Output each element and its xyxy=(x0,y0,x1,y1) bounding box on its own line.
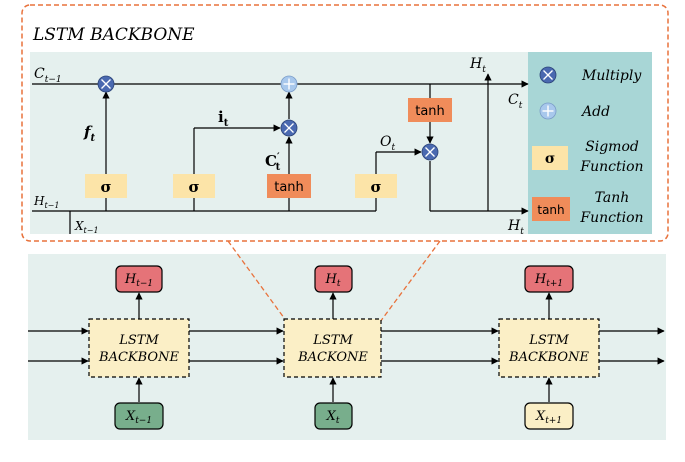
cell-tanh-gate: tanh xyxy=(408,98,452,122)
multiply-icon xyxy=(539,66,557,84)
lstm-cell-3: LSTM BACKBONE xyxy=(498,318,600,378)
label-i-t: it xyxy=(218,108,229,129)
legend-tanh: tanh Tanh Function xyxy=(532,190,644,226)
cell-add-icon xyxy=(280,75,298,93)
legend-multiply-label: Multiply xyxy=(581,68,642,84)
svg-text:Xt−1: Xt−1 xyxy=(125,409,152,426)
output-box-2: Ht xyxy=(314,265,353,293)
svg-text:Ht−1: Ht−1 xyxy=(124,272,153,289)
legend-add-label: Add xyxy=(580,104,610,120)
forget-multiply-icon xyxy=(97,75,115,93)
svg-text:LSTM: LSTM xyxy=(528,333,569,348)
input-sigma-gate: σ xyxy=(173,174,215,198)
input-box-3: Xt+1 xyxy=(524,402,574,430)
output-box-1: Ht−1 xyxy=(115,265,163,293)
legend-tanh-line1: Tanh xyxy=(595,190,630,206)
input-box-2: Xt xyxy=(314,402,353,430)
backbone-frame xyxy=(21,4,669,242)
legend-multiply: Multiply xyxy=(539,66,642,84)
input-box-1: Xt−1 xyxy=(114,402,164,430)
svg-text:LSTM: LSTM xyxy=(118,333,159,348)
label-c-candidate: C′t xyxy=(265,152,281,173)
label-c-t: Ct xyxy=(508,92,523,111)
lstm-cell-1: LSTM BACKBONE xyxy=(88,318,190,378)
legend-add: Add xyxy=(539,102,610,120)
output-multiply-icon xyxy=(421,143,439,161)
svg-text:σ: σ xyxy=(100,178,111,196)
legend-tanh-line2: Function xyxy=(579,210,643,226)
add-icon xyxy=(539,102,557,120)
label-c-prev: Ct−1 xyxy=(34,66,62,85)
svg-text:σ: σ xyxy=(545,151,555,167)
svg-text:tanh: tanh xyxy=(415,104,445,119)
svg-text:BACKBONE: BACKBONE xyxy=(508,350,589,365)
svg-text:LSTM: LSTM xyxy=(312,333,353,348)
output-box-3: Ht+1 xyxy=(524,265,574,293)
svg-text:BACKBONE: BACKBONE xyxy=(98,350,179,365)
lstm-cell-2: LSTM BACKONE xyxy=(283,318,382,378)
legend-sigma: σ Sigmod Function xyxy=(532,139,644,175)
svg-text:σ: σ xyxy=(188,178,199,196)
output-sigma-gate: σ xyxy=(355,174,397,198)
label-h-out-bottom: Ht xyxy=(507,218,524,237)
svg-text:Xt: Xt xyxy=(326,409,340,426)
label-x-prev: Xt−1 xyxy=(74,219,99,235)
svg-text:Ht: Ht xyxy=(325,272,341,289)
label-f-t: ft xyxy=(83,123,95,144)
svg-text:BACKONE: BACKONE xyxy=(297,350,368,365)
svg-text:Xt+1: Xt+1 xyxy=(535,409,562,426)
forget-sigma-gate: σ xyxy=(85,174,127,198)
svg-text:tanh: tanh xyxy=(274,180,304,195)
legend-sigma-line1: Sigmod xyxy=(585,139,639,155)
legend-sigma-line2: Function xyxy=(579,159,643,175)
svg-text:σ: σ xyxy=(370,178,381,196)
label-o-t: Ot xyxy=(380,134,395,153)
backbone-title: LSTM BACKBONE xyxy=(32,25,195,45)
input-multiply-icon xyxy=(280,119,298,137)
svg-text:tanh: tanh xyxy=(537,203,564,217)
label-h-prev: Ht−1 xyxy=(33,194,59,210)
svg-text:Ht+1: Ht+1 xyxy=(534,272,563,289)
label-h-out-top: Ht xyxy=(469,56,486,75)
candidate-tanh-gate: tanh xyxy=(267,174,311,198)
